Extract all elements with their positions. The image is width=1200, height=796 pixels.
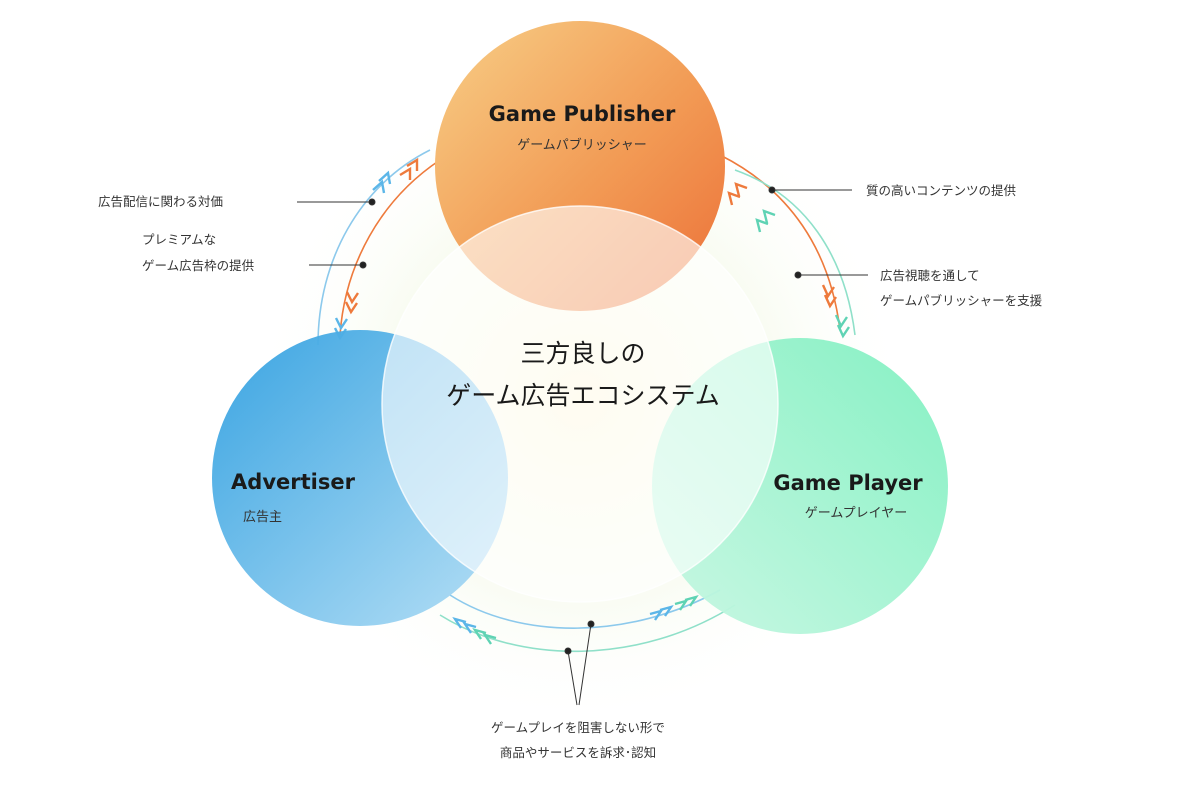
leader-lines [297, 186, 868, 706]
label-support-1: 広告視聴を通して [880, 268, 980, 283]
center-circle-rim [381, 205, 779, 603]
label-ad-payment: 広告配信に関わる対価 [98, 194, 223, 209]
arrow-left-blue [452, 616, 477, 634]
arrow-down-orange-left [344, 291, 359, 315]
arc-pub-to-player [719, 154, 841, 331]
label-premium-1: プレミアムな [142, 232, 216, 247]
center-line-1: 三方良しの [520, 339, 645, 368]
arc-player-to-adv [439, 604, 736, 653]
publisher-subtitle: ゲームパブリッシャー [517, 137, 647, 153]
arrow-up-orange-left [399, 157, 419, 180]
arrow-down-orange-right [821, 284, 837, 309]
arrowheads [333, 157, 850, 645]
arc-adv-to-pub [317, 149, 431, 346]
arrow-up-teal-right [755, 209, 776, 233]
connecting-arcs [317, 149, 856, 653]
label-quality-content: 質の高いコンテンツの提供 [866, 183, 1016, 198]
arc-adv-to-player [449, 589, 721, 629]
center-circle [382, 206, 778, 602]
advertiser-title: Advertiser [231, 470, 356, 494]
arrow-up-blue [372, 170, 392, 194]
label-support-2: ゲームパブリッシャーを支援 [880, 293, 1043, 308]
label-appeal-2: 商品やサービスを訴求･認知 [500, 745, 656, 760]
label-appeal-1: ゲームプレイを阻害しない形で [491, 720, 665, 735]
arrow-right-blue [649, 604, 674, 621]
arrow-down-teal-right [834, 314, 850, 339]
player-title: Game Player [773, 471, 923, 495]
arrow-right-teal [674, 594, 699, 611]
label-premium-2: ゲーム広告枠の提供 [142, 258, 254, 273]
player-subtitle: ゲームプレイヤー [805, 506, 907, 521]
publisher-title: Game Publisher [489, 102, 676, 126]
arrow-up-orange-right [727, 182, 748, 206]
center-line-2: ゲーム広告エコシステム [446, 381, 720, 410]
arc-player-to-pub [734, 169, 856, 336]
arrow-left-teal [472, 627, 497, 645]
arc-pub-to-adv [339, 159, 441, 336]
advertiser-subtitle: 広告主 [243, 510, 282, 525]
